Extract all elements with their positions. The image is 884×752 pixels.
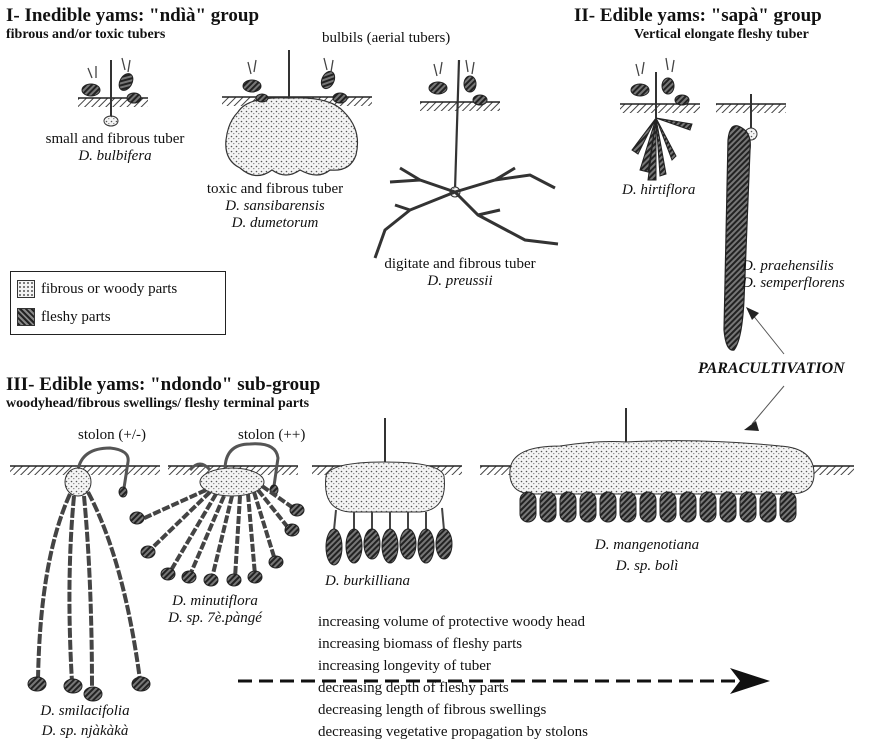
tuber2-desc: toxic and fibrous tuber [180, 181, 370, 198]
tuber2-species-b: D. dumetorum [180, 215, 370, 232]
bulbils-label: bulbils (aerial tubers) [322, 30, 450, 47]
burkilliana-label: D. burkilliana [325, 573, 410, 590]
sansibarensis-plant [222, 50, 372, 176]
legend-item-fibrous: fibrous or woody parts [17, 280, 177, 298]
legend: fibrous or woody parts fleshy parts [10, 271, 226, 335]
praehensilis-label: D. praehensilis [742, 258, 834, 275]
section1-title: I- Inedible yams: "ndìà" group [6, 5, 259, 27]
bulbifera-plant [78, 58, 148, 126]
stolon1-label: stolon (+/-) [78, 427, 146, 444]
trend-list: increasing volume of protective woody he… [318, 611, 588, 743]
section3-title: III- Edible yams: "ndondo" sub-group [6, 374, 320, 396]
trend-item: decreasing depth of fleshy parts [318, 677, 588, 699]
tuber2-species-a: D. sansibarensis [180, 198, 370, 215]
mangenotiana-plant [480, 408, 854, 522]
smilacifolia-labels: D. smilacifolia D. sp. njàkàkà [0, 703, 170, 740]
mangenotiana-labels: D. mangenotiana D. sp. bolì [582, 537, 712, 575]
trend-item: increasing biomass of fleshy parts [318, 633, 588, 655]
tuber1-species: D. bulbifera [20, 148, 210, 165]
burkilliana-plant [312, 418, 462, 565]
tuber2-description: toxic and fibrous tuber D. sansibarensis… [180, 181, 370, 232]
hirtiflora-label: D. hirtiflora [622, 182, 695, 199]
smilacifolia-plant [10, 448, 160, 701]
trend-item: increasing longevity of tuber [318, 655, 588, 677]
paracultivation-label: PARACULTIVATION [698, 360, 845, 378]
trend-item: decreasing length of fibrous swellings [318, 699, 588, 721]
tuber1-description: small and fibrous tuber D. bulbifera [20, 131, 210, 165]
section2-title: II- Edible yams: "sapà" group [574, 5, 822, 27]
tuber3-description: digitate and fibrous tuber D. preussii [365, 256, 555, 290]
trend-item: increasing volume of protective woody he… [318, 611, 588, 633]
preussii-plant [375, 60, 558, 258]
boli-label: D. sp. bolì [582, 558, 712, 575]
smilacifolia-label: D. smilacifolia [0, 703, 170, 720]
hirtiflora-plant [620, 58, 700, 180]
fibrous-swatch [17, 280, 35, 298]
tuber3-desc: digitate and fibrous tuber [365, 256, 555, 273]
legend-fibrous-label: fibrous or woody parts [41, 281, 177, 298]
section3-subtitle: woodyhead/fibrous swellings/ fleshy term… [6, 396, 309, 412]
tuber3-species: D. preussii [365, 273, 555, 290]
fleshy-swatch [17, 308, 35, 326]
minutiflora-label: D. minutiflora [130, 593, 300, 610]
tuber1-desc: small and fibrous tuber [20, 131, 210, 148]
stolon2-label: stolon (++) [238, 427, 305, 444]
semperflorens-label: D. semperflorens [742, 275, 845, 292]
minutiflora-plant [130, 444, 304, 586]
mangenotiana-label: D. mangenotiana [582, 537, 712, 554]
trend-item: decreasing vegetative propagation by sto… [318, 721, 588, 743]
legend-fleshy-label: fleshy parts [41, 309, 111, 326]
section1-subtitle: fibrous and/or toxic tubers [6, 27, 165, 43]
pange-label: D. sp. 7è.pàngé [130, 610, 300, 627]
minutiflora-labels: D. minutiflora D. sp. 7è.pàngé [130, 593, 300, 627]
njakaka-label: D. sp. njàkàkà [0, 723, 170, 740]
section2-subtitle: Vertical elongate fleshy tuber [634, 27, 809, 43]
legend-item-fleshy: fleshy parts [17, 308, 111, 326]
